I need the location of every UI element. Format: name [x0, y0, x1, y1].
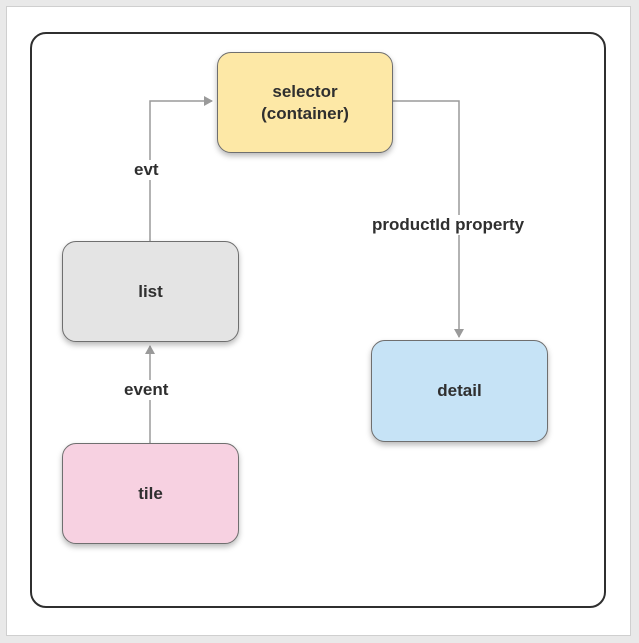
detail-node: detail — [371, 340, 548, 442]
edge-list-to-selector — [149, 96, 213, 241]
edge-label-productid-property: productId property — [372, 215, 525, 235]
edge-label-evt: evt — [134, 160, 159, 180]
edge-selector-to-detail — [393, 100, 464, 338]
tile-node-label: tile — [138, 483, 163, 503]
tile-node: tile — [62, 443, 239, 544]
list-node: list — [62, 241, 239, 342]
edge-label-event: event — [124, 380, 169, 400]
selector-container-node: selector (container) — [217, 52, 393, 153]
detail-node-label: detail — [437, 381, 482, 400]
list-node-label: list — [138, 281, 163, 301]
selector-node-label: selector (container) — [261, 81, 349, 123]
